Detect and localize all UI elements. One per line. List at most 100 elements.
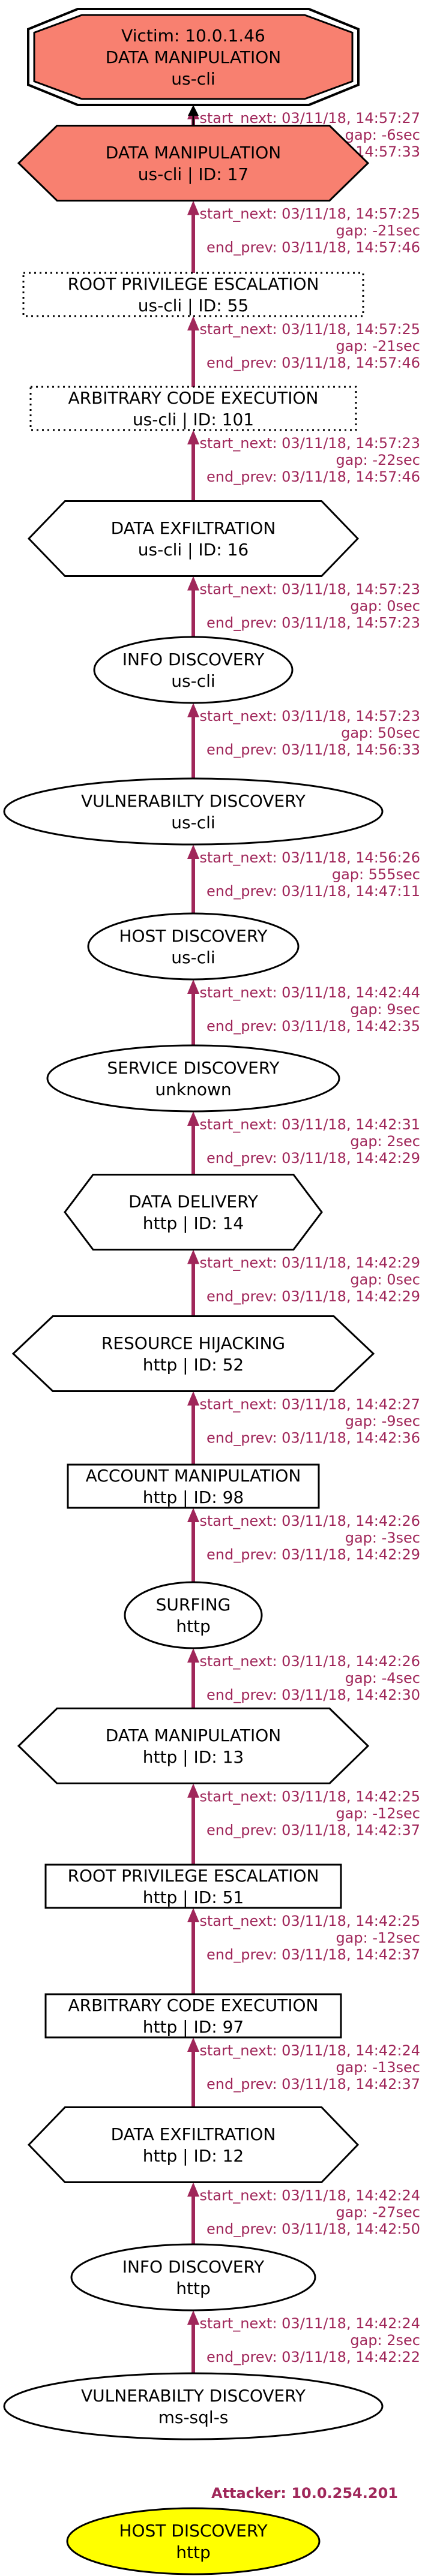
node-title: VULNERABILTY DISCOVERY xyxy=(81,2386,306,2406)
edge-end-prev: end_prev: 03/11/18, 14:57:46 xyxy=(206,354,420,371)
node-shape-box xyxy=(44,1863,342,1909)
edge-end-prev: end_prev: 03/11/18, 14:42:29 xyxy=(206,1288,420,1305)
node-shape-ellipse xyxy=(46,1044,340,1113)
node-title: ACCOUNT MANIPULATION xyxy=(86,1466,301,1486)
node-shape-ellipse xyxy=(3,777,384,846)
edge-end-prev: end_prev: 03/11/18, 14:56:33 xyxy=(206,741,420,758)
edge-gap: gap: -12sec xyxy=(336,1929,420,1946)
edge-arrowhead xyxy=(187,576,199,591)
node-subtitle: http xyxy=(176,1616,210,1636)
edge-gap: gap: 50sec xyxy=(341,725,420,741)
edge-arrowhead xyxy=(187,2037,199,2052)
graph-node: INFO DISCOVERY http xyxy=(70,2243,316,2312)
edge-start-next: start_next: 03/11/18, 14:42:24 xyxy=(199,2042,420,2059)
edge-gap: gap: 2sec xyxy=(350,2332,420,2349)
node-shape-hexagon xyxy=(27,2106,360,2183)
edge-arrowhead xyxy=(187,1111,199,1126)
edge-start-next: start_next: 03/11/18, 14:42:27 xyxy=(199,1396,420,1413)
edge-end-prev: end_prev: 03/11/18, 14:47:11 xyxy=(206,883,420,900)
node-shape-ellipse xyxy=(70,2243,316,2312)
edge-start-next: start_next: 03/11/18, 14:42:25 xyxy=(199,1789,420,1805)
node-shape-ellipse xyxy=(66,2507,321,2575)
edge-gap: gap: -22sec xyxy=(336,452,420,468)
edge-arrowhead xyxy=(187,1391,199,1406)
edge-arrowhead xyxy=(187,979,199,994)
node-shape-hexagon xyxy=(11,1315,375,1392)
node-shape-octagon-outer xyxy=(27,8,360,106)
node-subtitle: us-cli xyxy=(171,813,215,832)
node-shape-hexagon xyxy=(27,500,360,577)
node-title: ROOT PRIVILEGE ESCALATION xyxy=(68,1866,319,1886)
node-title: INFO DISCOVERY xyxy=(122,2257,265,2277)
edge-arrowhead xyxy=(187,1508,199,1522)
edge-arrowhead xyxy=(187,1783,199,1798)
node-shape-hexagon xyxy=(17,125,370,202)
node-title: VULNERABILTY DISCOVERY xyxy=(81,791,306,811)
node-title: DATA EXFILTRATION xyxy=(111,2124,276,2144)
edge-gap: gap: 555sec xyxy=(332,866,420,883)
edge-arrowhead xyxy=(187,1249,199,1264)
edge-end-prev: end_prev: 03/11/18, 14:42:37 xyxy=(206,2076,420,2093)
edge-gap: gap: -21sec xyxy=(336,223,420,239)
node-subtitle: us-cli xyxy=(171,671,215,691)
edge-arrowhead xyxy=(187,200,199,215)
edge-arrowhead xyxy=(187,703,199,717)
graph-node: ROOT PRIVILEGE ESCALATION us-cli | ID: 55 xyxy=(22,272,364,317)
node-subtitle: us-cli xyxy=(171,69,215,89)
edge-start-next: start_next: 03/11/18, 14:57:25 xyxy=(199,321,420,338)
edge-arrowhead xyxy=(187,2310,199,2325)
node-subtitle: us-cli | ID: 55 xyxy=(138,296,249,315)
node-shape-hexagon xyxy=(64,1174,323,1251)
node-subtitle: http | ID: 51 xyxy=(143,1887,244,1907)
edge-gap: gap: 2sec xyxy=(350,1133,420,1150)
node-shape-box xyxy=(44,1993,342,2039)
attacker-label: Attacker: 10.0.254.201 xyxy=(211,2485,398,2502)
node-subtitle: DATA MANIPULATION xyxy=(106,47,282,67)
edge-start-next: start_next: 03/11/18, 14:42:26 xyxy=(199,1513,420,1529)
node-title: RESOURCE HIJACKING xyxy=(101,1333,285,1353)
edge-start-next: start_next: 03/11/18, 14:57:23 xyxy=(199,708,420,725)
node-subtitle: unknown xyxy=(155,1080,231,1099)
node-title: DATA MANIPULATION xyxy=(106,143,282,163)
edge-end-prev: end_prev: 03/11/18, 14:42:36 xyxy=(206,1430,420,1447)
edge-start-next: start_next: 03/11/18, 14:42:31 xyxy=(199,1116,420,1133)
node-subtitle: http xyxy=(176,2279,210,2298)
edge-start-next: start_next: 03/11/18, 14:42:24 xyxy=(199,2187,420,2204)
edge-end-prev: end_prev: 03/11/18, 14:42:22 xyxy=(206,2349,420,2365)
edge-gap: gap: 9sec xyxy=(350,1001,420,1018)
edge-gap: gap: 0sec xyxy=(350,1272,420,1288)
node-subtitle: http | ID: 14 xyxy=(143,1213,244,1233)
edge-gap: gap: -9sec xyxy=(345,1413,420,1430)
node-subtitle: us-cli xyxy=(171,948,215,967)
edge-end-prev: end_prev: 03/11/18, 14:42:35 xyxy=(206,1018,420,1035)
node-title: SURFING xyxy=(156,1595,231,1615)
node-shape-ellipse xyxy=(87,912,300,981)
edge-end-prev: end_prev: 03/11/18, 14:42:50 xyxy=(206,2221,420,2238)
edge-end-prev: end_prev: 03/11/18, 14:42:37 xyxy=(206,1822,420,1839)
victim-edge xyxy=(188,105,199,126)
node-title: ROOT PRIVILEGE ESCALATION xyxy=(68,274,319,294)
node-subtitle: us-cli | ID: 101 xyxy=(133,410,254,429)
